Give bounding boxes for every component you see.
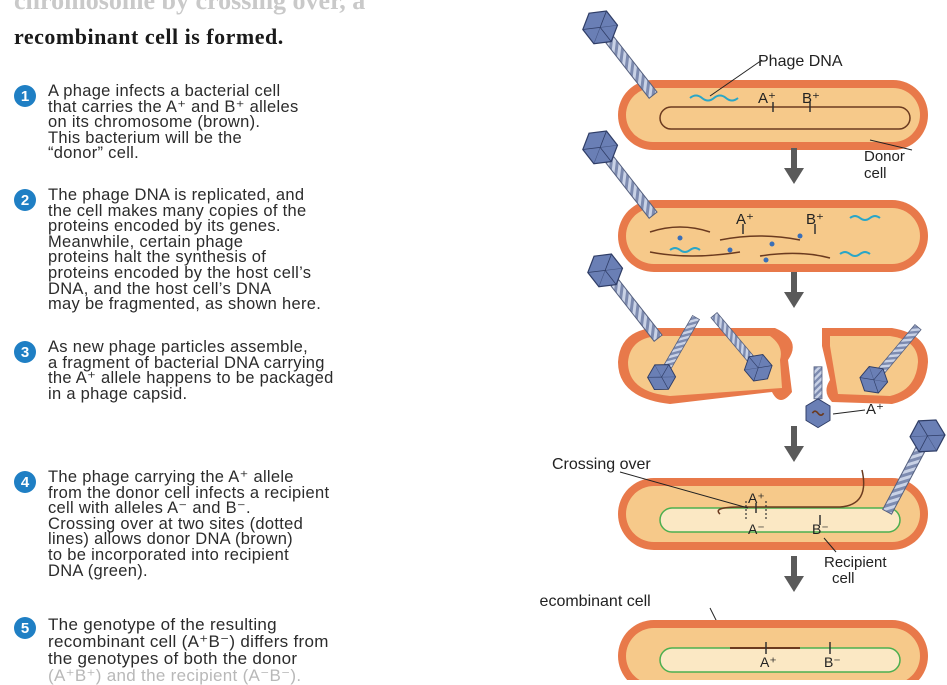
down-arrow-icon [784, 148, 804, 184]
title-line-faded: chromosome by crossing over, a [14, 0, 365, 16]
recipient-label-line1: Recipient [824, 554, 887, 571]
allele-a-plus-label: A⁺ [760, 654, 777, 670]
allele-b-plus-label: B⁺ [802, 90, 820, 107]
allele-a-plus-label: A⁺ [748, 490, 765, 506]
allele-a-plus-label: A⁺ [758, 90, 776, 107]
step-text: A phage infects a bacterial cell that ca… [48, 84, 299, 162]
recombinant-cell [618, 620, 928, 680]
phage-dna-label: Phage DNA [758, 53, 843, 70]
down-arrow-icon [784, 426, 804, 462]
recipient-label-line2: cell [832, 570, 855, 587]
donor-label-line2: cell [864, 165, 887, 182]
transduction-diagram: Phage DNA A⁺ B⁺ Donor cell A⁺ B⁺ [540, 0, 947, 680]
allele-b-plus-label: B⁺ [806, 211, 824, 228]
infected-donor-cell [618, 200, 928, 272]
step-text: As new phage particles assemble, a fragm… [48, 340, 334, 402]
allele-b-minus-label: B⁻ [824, 654, 841, 670]
allele-a-plus-label: A⁺ [866, 401, 884, 418]
step-number-badge: 2 [14, 189, 36, 211]
step-number-badge: 4 [14, 471, 36, 493]
step-number-badge: 5 [14, 617, 36, 639]
step-4: 4 The phage carrying the A⁺ allele from … [14, 470, 574, 579]
crossing-over-label: Crossing over [552, 456, 651, 473]
step-text-faded: (A⁺B⁺) and the recipient (A⁻B⁻). [48, 666, 301, 685]
recombinant-cell-label: Recombinant cell [540, 593, 651, 610]
donor-label-line1: Donor [864, 148, 905, 165]
step-text: The phage DNA is replicated, and the cel… [48, 188, 321, 313]
step-2: 2 The phage DNA is replicated, and the c… [14, 188, 574, 313]
allele-a-minus-label: A⁻ [748, 521, 765, 537]
page-title: recombinant cell is formed. [14, 24, 284, 50]
step-5: 5 The genotype of the resulting recombin… [14, 616, 574, 684]
allele-a-plus-label: A⁺ [736, 211, 754, 228]
allele-b-minus-label: B⁻ [812, 521, 829, 537]
step-3: 3 As new phage particles assemble, a fra… [14, 340, 574, 402]
step-number-badge: 3 [14, 341, 36, 363]
recipient-cell [618, 470, 928, 550]
down-arrow-icon [784, 556, 804, 592]
down-arrow-icon [784, 272, 804, 308]
step-text: The genotype of the resulting recombinan… [48, 616, 329, 684]
transducing-phage-icon [806, 367, 830, 428]
phage-icon [577, 4, 665, 104]
step-1: 1 A phage infects a bacterial cell that … [14, 84, 574, 162]
step-text: The phage carrying the A⁺ allele from th… [48, 470, 329, 579]
step-number-badge: 1 [14, 85, 36, 107]
step-text-main: The genotype of the resulting recombinan… [48, 615, 329, 668]
